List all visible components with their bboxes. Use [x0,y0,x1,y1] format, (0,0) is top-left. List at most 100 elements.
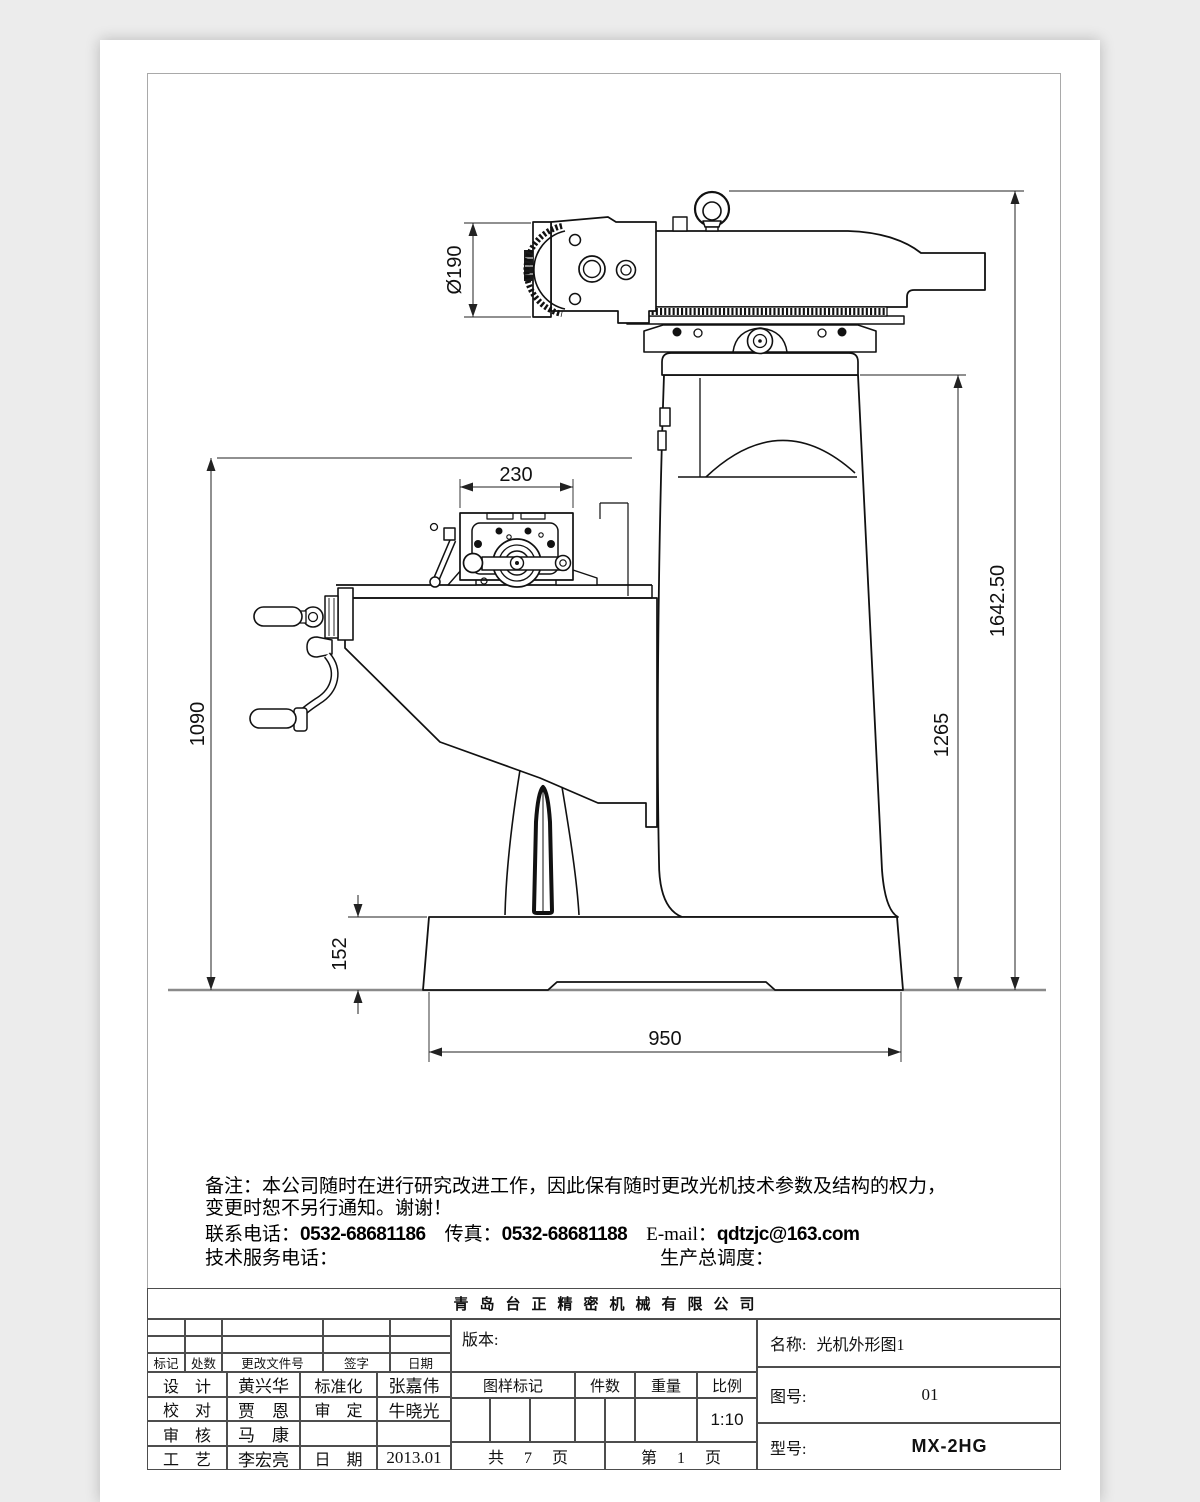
header-mark: 标记 [147,1353,185,1372]
empty-cell [635,1398,697,1442]
dim-text-vise-width: 230 [499,464,532,486]
pages-total: 共 7 页 [451,1442,605,1470]
model-label: 型号: [770,1440,807,1458]
revision-cell [147,1319,185,1336]
column-cap [661,352,859,376]
dim-column-height [860,374,966,990]
revision-cell [222,1336,323,1353]
revision-cell [390,1319,451,1336]
dim-text-base-height: 152 [329,937,351,970]
audit-name: 马 康 [227,1421,300,1446]
date-label: 日 期 [300,1446,377,1470]
knee-crank [249,636,339,732]
dim-base-length [428,992,902,1062]
dim-text-overall-height: 1642.50 [987,565,1009,637]
empty-cell [490,1398,530,1442]
scale-value: 1:10 [697,1398,757,1442]
process-label: 工 艺 [147,1446,227,1470]
approve-label: 审 定 [300,1397,377,1421]
ram-rack [636,306,888,317]
dim-head-dia [464,222,531,318]
ram-top-stub [672,216,688,232]
model-value: MX-2HG [911,1436,988,1456]
dim-text-base-length: 950 [648,1028,681,1050]
turret [626,315,905,355]
scale-header: 比例 [697,1372,757,1398]
drawing-no-label: 图号: [770,1389,807,1406]
header-date: 日期 [390,1353,451,1372]
crank-handle [249,708,297,729]
dim-table-height [206,457,632,990]
date-value: 2013.01 [377,1446,451,1470]
name-row: 名称: 光机外形图1 [757,1319,1061,1367]
vise [429,512,598,588]
dispatch-label: 生产总调度： [660,1248,775,1269]
milling-head [523,216,657,324]
contact-phone: 0532-68681186 [300,1224,426,1245]
table [336,502,653,599]
header-signature: 签字 [323,1353,390,1372]
empty-cell [530,1398,575,1442]
dim-vise-width [459,479,574,508]
dim-base-height [348,895,427,1014]
revision-cell [185,1336,222,1353]
revision-cell [222,1319,323,1336]
eye-bolt [693,190,731,232]
audit-label: 审 核 [147,1421,227,1446]
check-label: 校 对 [147,1397,227,1421]
note-line-2: 变更时恕不另行通知。谢谢！ [205,1198,453,1219]
drawing-no-value: 01 [921,1385,939,1404]
revision-cell [390,1336,451,1353]
dim-text-column-height: 1265 [931,713,953,758]
dim-text-head-dia: Ø190 [444,246,466,295]
column-switch-box [659,407,671,427]
empty-cell [575,1398,605,1442]
dimension-lines [206,190,1024,1062]
empty-cell [451,1398,490,1442]
dim-overall-height [729,190,1024,990]
service-phone-label: 技术服务电话： [205,1248,339,1269]
machine-base [422,916,904,991]
drawing-no-row: 图号: 01 [757,1367,1061,1423]
empty-cell [377,1421,451,1446]
handwheel-handle [253,606,303,627]
knee [344,597,658,828]
revision-cell [147,1336,185,1353]
head-dial-teeth [523,223,563,317]
contact-label: 联系电话： [205,1224,301,1245]
approve-name: 牛晓光 [377,1397,451,1421]
weight-header: 重量 [635,1372,697,1398]
note-line-1: 备注：本公司随时在进行研究改进工作，因此保有随时更改光机技术参数及结构的权力， [205,1176,947,1197]
standardization-name: 张嘉伟 [377,1372,451,1397]
empty-cell [605,1398,635,1442]
revision-cell [185,1319,222,1336]
header-doc-no: 更改文件号 [222,1353,323,1372]
model-row: 型号: MX-2HG [757,1423,1061,1470]
machine-drawing: Ø190 230 1090 152 950 1265 1642.50 [168,190,1046,1062]
drawing-sheet: Ø190 230 1090 152 950 1265 1642.50 备注：本公… [100,40,1100,1502]
revision-cell [323,1319,390,1336]
note-contact-line: 联系电话：0532-68681186 传真：0532-68681188 E-ma… [205,1224,860,1246]
check-name: 贾 恩 [227,1397,300,1421]
version-label: 版本: [451,1319,757,1372]
header-count: 处数 [185,1353,222,1372]
fax-label: 传真： [444,1224,502,1245]
knee-pedestal [504,769,580,916]
name-label: 名称: [770,1337,807,1354]
dim-text-table-height: 1090 [187,702,209,747]
company-name: 青岛台正精密机械有限公司 [147,1288,1061,1319]
revision-cell [323,1336,390,1353]
page-current: 第 1 页 [605,1442,757,1470]
table-handwheel [253,587,354,641]
column [646,352,899,918]
ram [614,230,986,308]
empty-cell [300,1421,377,1446]
sample-mark-header: 图样标记 [451,1372,575,1398]
piece-count-header: 件数 [575,1372,635,1398]
design-label: 设 计 [147,1372,227,1397]
design-name: 黄兴华 [227,1372,300,1397]
process-name: 李宏亮 [227,1446,300,1470]
drawing-name-value: 光机外形图1 [816,1337,905,1354]
standardization-label: 标准化 [300,1372,377,1397]
